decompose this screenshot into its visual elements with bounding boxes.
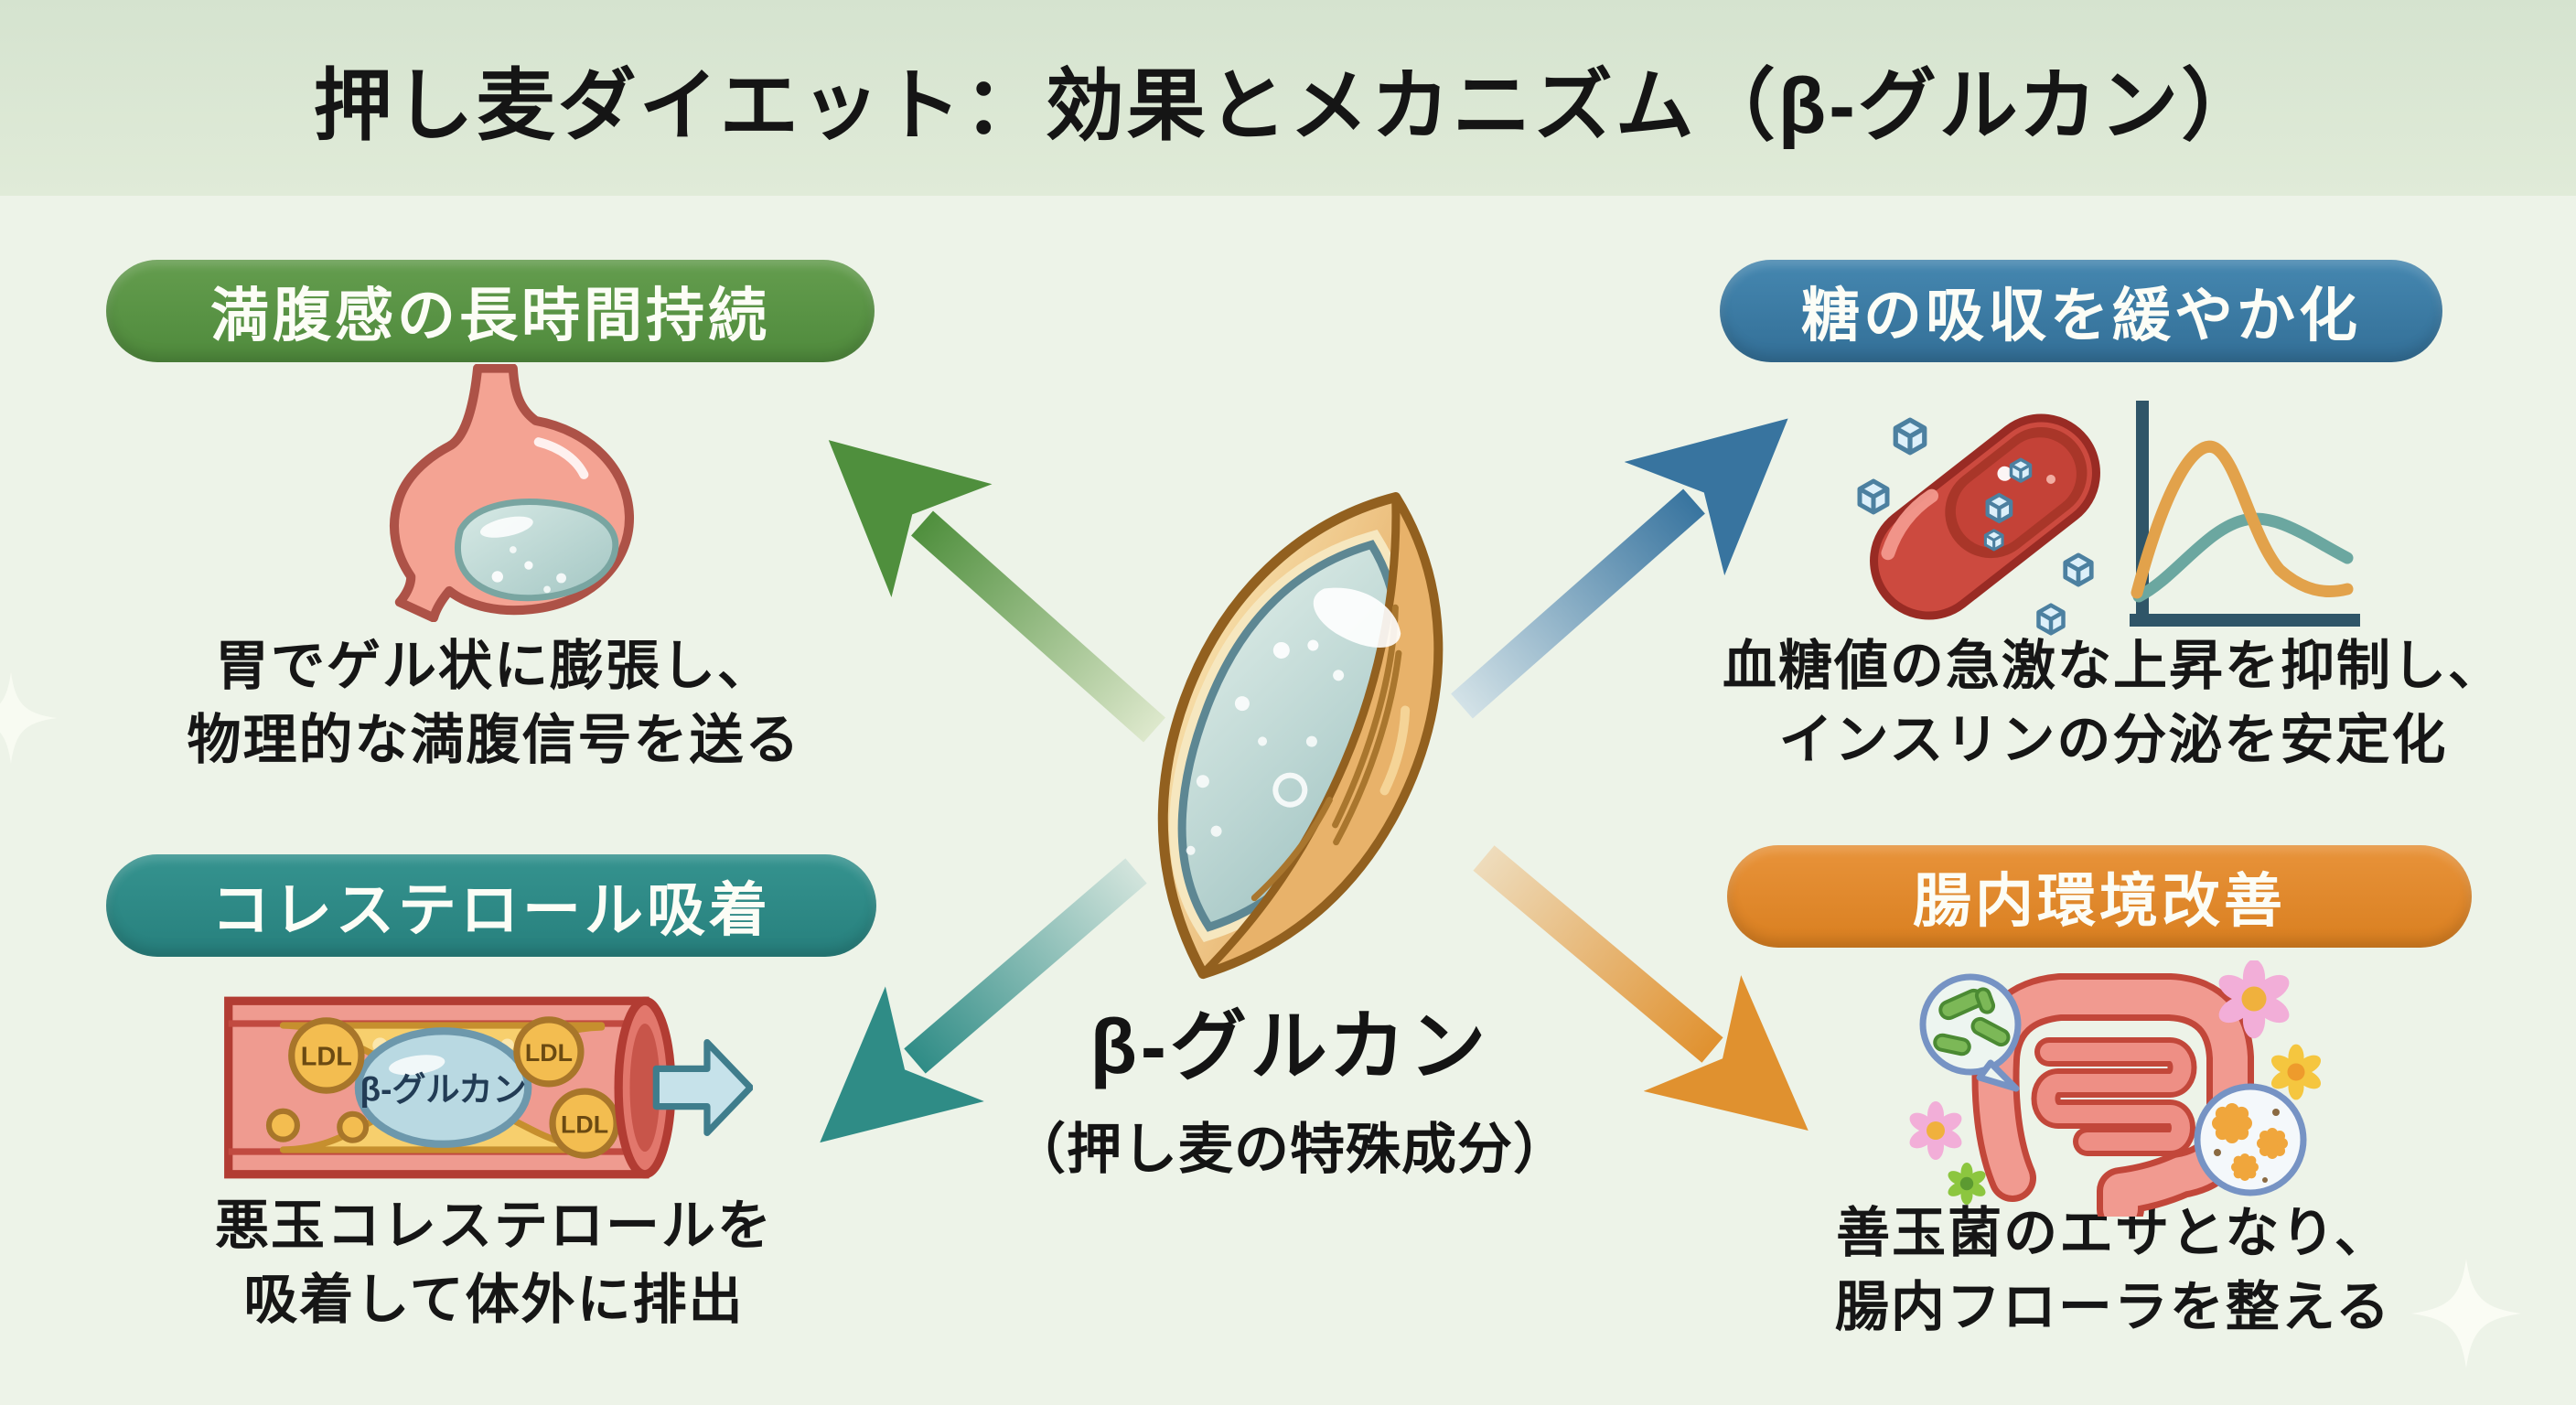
cholesterol-line1: 悪玉コレステロールを bbox=[214, 1196, 773, 1256]
badge-gut-label: 腸内環境改善 bbox=[1913, 868, 2286, 934]
ldl-vessel-icon: β-グルカン LDL LDL LDL bbox=[224, 996, 753, 1179]
intestine-icon bbox=[1905, 960, 2324, 1217]
sugar-line2: インスリンの分泌を安定化 bbox=[1778, 710, 2448, 771]
beta-glucan-note: （押し麦の特殊成分） bbox=[1011, 1119, 1569, 1181]
satiety-line1: 胃でゲル状に膨張し、 bbox=[214, 636, 773, 696]
sparkle-icon bbox=[2411, 1259, 2521, 1368]
glucose-curve-chart-icon bbox=[2130, 401, 2360, 627]
beta-glucan-title: β-グルカン bbox=[1089, 1003, 1490, 1089]
arrow-to-sugar bbox=[1451, 418, 1788, 719]
ldl-label-3: LDL bbox=[561, 1110, 608, 1138]
good-bacteria-bubble bbox=[1919, 973, 2022, 1092]
badge-cholesterol: コレステロール吸着 bbox=[106, 854, 876, 957]
arrow-to-cholesterol bbox=[820, 858, 1147, 1143]
arrow-to-gut bbox=[1473, 845, 1809, 1131]
excretion-arrow bbox=[652, 1038, 753, 1137]
arrow-to-satiety bbox=[828, 440, 1165, 743]
cholesterol-line2: 吸着して体外に排出 bbox=[243, 1270, 745, 1331]
satiety-description: 胃でゲル状に膨張し、 物理的な満腹信号を送る bbox=[91, 629, 896, 778]
cholesterol-description: 悪玉コレステロールを 吸着して体外に排出 bbox=[91, 1189, 896, 1338]
badge-satiety-label: 満腹感の長時間持続 bbox=[210, 283, 770, 349]
barley-grain-icon bbox=[1157, 492, 1444, 980]
center-label: β-グルカン （押し麦の特殊成分） bbox=[970, 1004, 1610, 1185]
ldl-label-2: LDL bbox=[525, 1039, 573, 1067]
sugar-line1: 血糖値の急激な上昇を抑制し、 bbox=[1722, 636, 2504, 696]
blood-vessel-sugar-icon bbox=[1839, 413, 2100, 654]
satiety-line2: 物理的な満腹信号を送る bbox=[187, 710, 801, 771]
sugar-description: 血糖値の急激な上昇を抑制し、 インスリンの分泌を安定化 bbox=[1692, 629, 2534, 778]
page-title: 押し麦ダイエット：効果とメカニズム（β-グルカン） bbox=[313, 61, 2263, 150]
badge-satiety: 満腹感の長時間持続 bbox=[106, 260, 875, 362]
badge-sugar: 糖の吸収を緩やか化 bbox=[1720, 260, 2442, 362]
gut-line2: 腸内フローラを整える bbox=[1834, 1277, 2392, 1338]
sparkle-icon-left bbox=[0, 672, 57, 764]
stomach-icon bbox=[389, 364, 634, 622]
ldl-label-1: LDL bbox=[301, 1042, 352, 1071]
microbe-dish bbox=[2194, 1083, 2307, 1196]
vessel-beta-glucan-label: β-グルカン bbox=[360, 1069, 527, 1108]
badge-cholesterol-label: コレステロール吸着 bbox=[211, 877, 771, 943]
title-band: 押し麦ダイエット：効果とメカニズム（β-グルカン） bbox=[0, 0, 2576, 196]
badge-gut: 腸内環境改善 bbox=[1727, 845, 2472, 948]
badge-sugar-label: 糖の吸収を緩やか化 bbox=[1801, 283, 2361, 349]
